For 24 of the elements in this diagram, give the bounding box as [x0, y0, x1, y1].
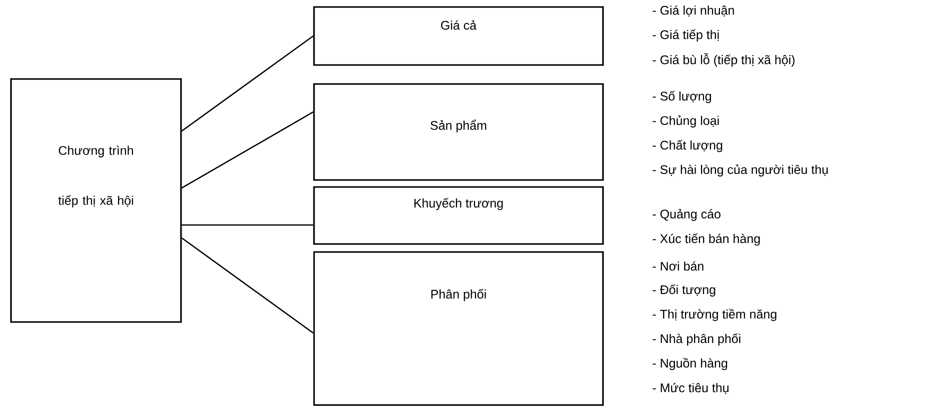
list-item: - Chủng loại — [652, 115, 719, 128]
process-box: Sản phẩm — [313, 83, 604, 181]
list-item: - Mức tiêu thụ — [652, 382, 728, 394]
list-item: - Nguồn hàng — [652, 358, 728, 370]
list-item: - Giá lợi nhuận — [652, 5, 734, 17]
connector-line — [181, 237, 314, 334]
list-item: - Chất lượng — [652, 140, 722, 152]
list-item: - Xúc tiến bán hàng — [652, 233, 760, 246]
process-box: Khuyếch trương — [313, 186, 604, 245]
list-item: - Giá tiếp thị — [652, 29, 719, 42]
process-box: Chương trình tiếp thị xã hội — [10, 78, 182, 323]
connector-line — [182, 224, 314, 226]
list-item: - Nhà phân phối — [652, 333, 740, 346]
connector-line — [181, 111, 314, 189]
list-item: - Nơi bán — [652, 261, 704, 271]
list-item: - Giá bù lỗ (tiếp thị xã hội) — [652, 53, 794, 67]
list-item: - Quảng cáo — [652, 209, 720, 221]
connector-line — [181, 35, 314, 132]
process-box: Phân phối — [313, 251, 604, 406]
list-item: - Sự hài lòng của người tiêu thụ — [652, 164, 828, 176]
process-box: Giá cả — [313, 6, 604, 66]
list-item: - Đối tượng — [652, 284, 716, 297]
list-item: - Thị trường tiềm năng — [652, 308, 776, 322]
list-item: - Số lượng — [652, 90, 712, 104]
